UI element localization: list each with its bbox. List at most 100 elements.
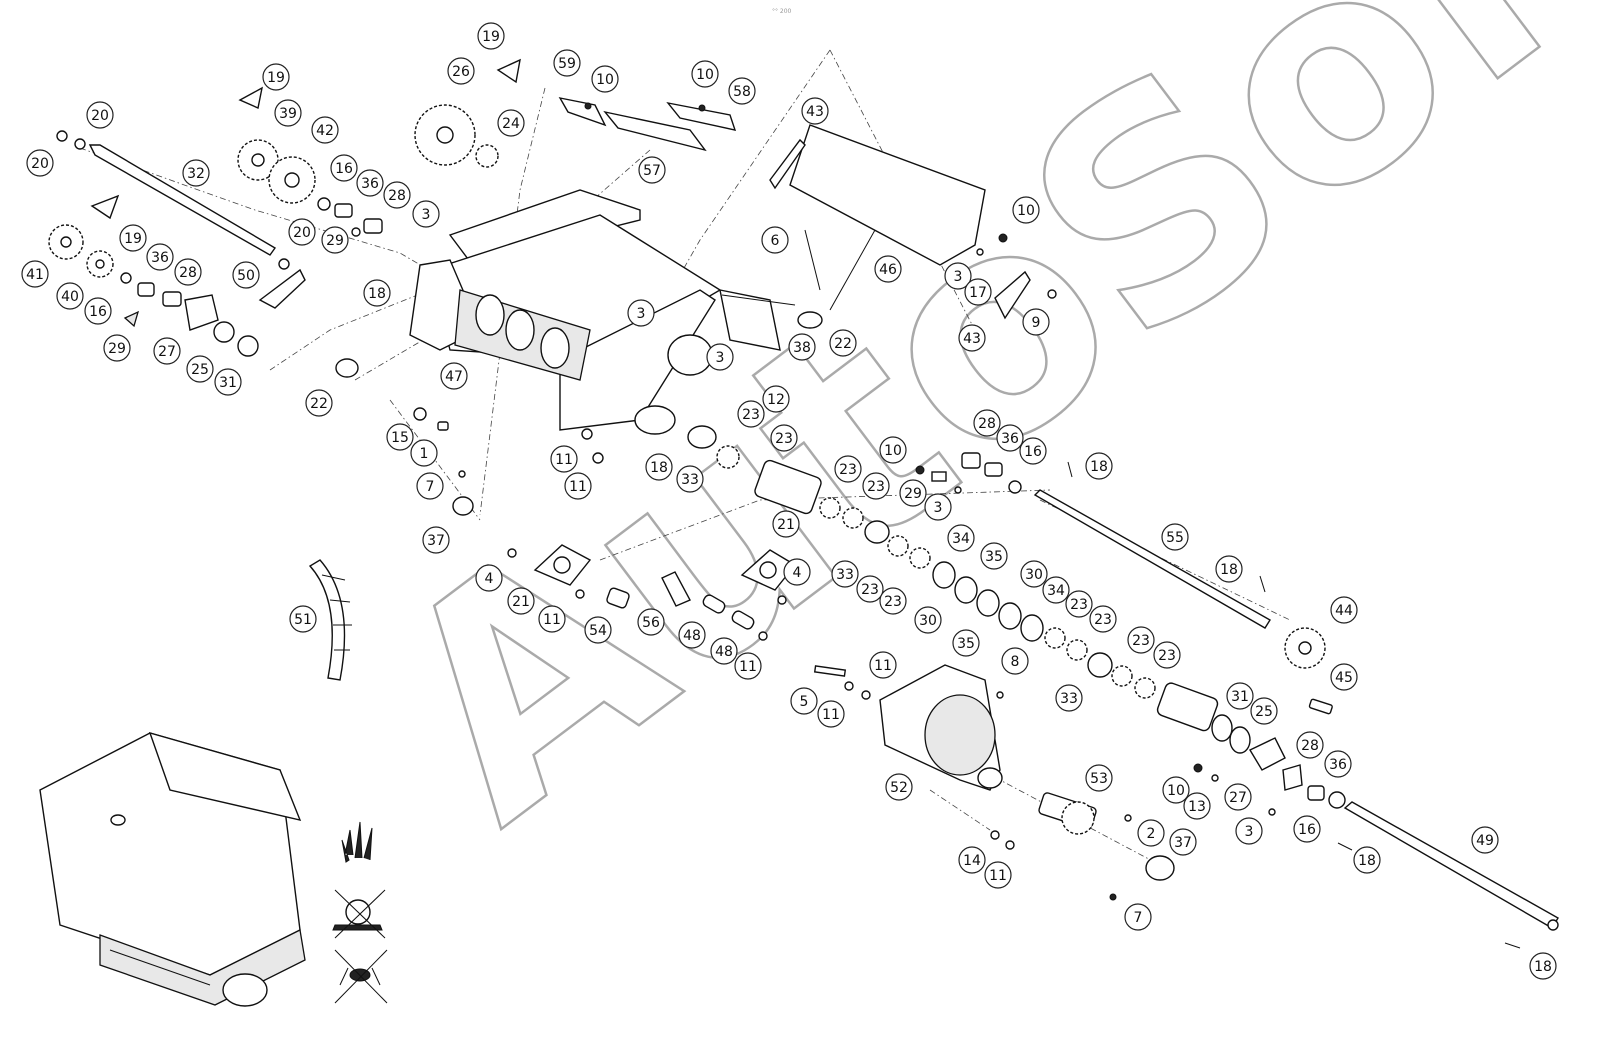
part-callout-p17: 16	[84, 297, 112, 325]
part-callout-p36: 1	[410, 439, 438, 467]
part-number: 12	[767, 392, 785, 408]
part-number: 8	[1011, 654, 1020, 670]
callout-circle	[1169, 828, 1197, 856]
callout-circle	[1089, 605, 1117, 633]
part-callout-p6: 32	[182, 159, 210, 187]
part-callout-p105: 53	[1085, 764, 1113, 792]
part-callout-p110: 16	[1293, 815, 1321, 843]
part-callout-p117: 7	[1124, 903, 1152, 931]
part-callout-p95: 8	[1001, 647, 1029, 675]
roller-shaft	[1337, 801, 1559, 949]
callout-circle	[952, 629, 980, 657]
callout-circle	[56, 282, 84, 310]
part-number: 57	[643, 163, 661, 179]
callout-circle	[289, 605, 317, 633]
callout-circle	[214, 368, 242, 396]
part-callout-p79: 23	[879, 587, 907, 615]
callout-circle	[1020, 560, 1048, 588]
callout-circle	[710, 637, 738, 665]
part-callout-p65: 33	[676, 465, 704, 493]
callout-circle	[1055, 684, 1083, 712]
part-number: 36	[1001, 431, 1019, 447]
part-number: 13	[1188, 799, 1206, 815]
callout-circle	[783, 558, 811, 586]
part-callout-p113: 37	[1169, 828, 1197, 856]
part-number: 23	[884, 594, 902, 610]
part-number: 36	[1329, 757, 1347, 773]
part-callout-p104: 52	[885, 773, 913, 801]
part-number: 55	[1166, 530, 1184, 546]
callout-circle	[964, 278, 992, 306]
callout-circle	[1330, 596, 1358, 624]
part-number: 21	[512, 594, 530, 610]
part-number: 43	[806, 104, 824, 120]
callout-circle	[973, 409, 1001, 437]
part-callout-p68: 34	[947, 524, 975, 552]
callout-circle	[363, 279, 391, 307]
part-callout-p50: 3	[944, 262, 972, 290]
callout-circle	[311, 116, 339, 144]
part-callout-p99: 11	[817, 700, 845, 728]
callout-circle	[182, 159, 210, 187]
callout-circle	[550, 445, 578, 473]
part-callout-p76: 4	[783, 558, 811, 586]
part-callout-p92: 23	[1127, 626, 1155, 654]
part-number: 23	[839, 462, 857, 478]
callout-circle	[869, 651, 897, 679]
gear-39	[237, 139, 279, 181]
callout-circle	[856, 575, 884, 603]
callout-circle	[1137, 819, 1165, 847]
part-callout-p13: 20	[288, 218, 316, 246]
part-callout-p118: 18	[1529, 952, 1557, 980]
callout-circle	[734, 652, 762, 680]
part-number: 36	[361, 176, 379, 192]
bracket-group	[558, 97, 737, 152]
part-callout-p45: 3	[706, 343, 734, 371]
part-callout-p5: 42	[311, 116, 339, 144]
part-callout-p74: 21	[507, 587, 535, 615]
part-number: 48	[715, 644, 733, 660]
part-number: 3	[934, 500, 943, 516]
part-callout-p57: 18	[1085, 452, 1113, 480]
callout-circle	[119, 224, 147, 252]
part-number: 36	[151, 250, 169, 266]
callout-circle	[330, 154, 358, 182]
part-number: 24	[502, 116, 520, 132]
callout-circle	[447, 57, 475, 85]
part-callout-p24: 26	[447, 57, 475, 85]
part-callout-p59: 23	[834, 455, 862, 483]
part-callout-p58: 10	[879, 436, 907, 464]
callout-circle	[356, 169, 384, 197]
part-callout-p90: 48	[710, 637, 738, 665]
callout-circle	[1085, 764, 1113, 792]
part-callout-p19: 29	[103, 334, 131, 362]
reel-shaft-group	[687, 425, 1346, 809]
part-callout-p72: 44	[1330, 596, 1358, 624]
callout-circle	[761, 226, 789, 254]
part-number: 37	[1174, 835, 1192, 851]
part-callout-p27: 10	[591, 65, 619, 93]
callout-circle	[507, 587, 535, 615]
part-number: 20	[293, 225, 311, 241]
part-number: 3	[637, 306, 646, 322]
callout-circle	[788, 333, 816, 361]
part-callout-p7: 16	[330, 154, 358, 182]
part-number: 35	[957, 636, 975, 652]
part-callout-p106: 10	[1162, 776, 1190, 804]
part-number: 4	[485, 571, 494, 587]
drive-gear-group	[414, 58, 521, 168]
part-callout-p34: 47	[440, 362, 468, 390]
part-callout-p44: 22	[829, 329, 857, 357]
no-snail-icon	[332, 889, 386, 939]
part-number: 43	[963, 331, 981, 347]
brush-shaft-group	[48, 86, 383, 357]
part-callout-p38: 37	[422, 526, 450, 554]
part-callout-p116: 11	[984, 861, 1012, 889]
part-number: 16	[335, 161, 353, 177]
callout-circle	[1127, 626, 1155, 654]
callout-circle	[475, 564, 503, 592]
part-callout-p18: 50	[232, 261, 260, 289]
callout-circle	[232, 261, 260, 289]
part-callout-p9: 28	[383, 181, 411, 209]
part-number: 34	[952, 531, 970, 547]
